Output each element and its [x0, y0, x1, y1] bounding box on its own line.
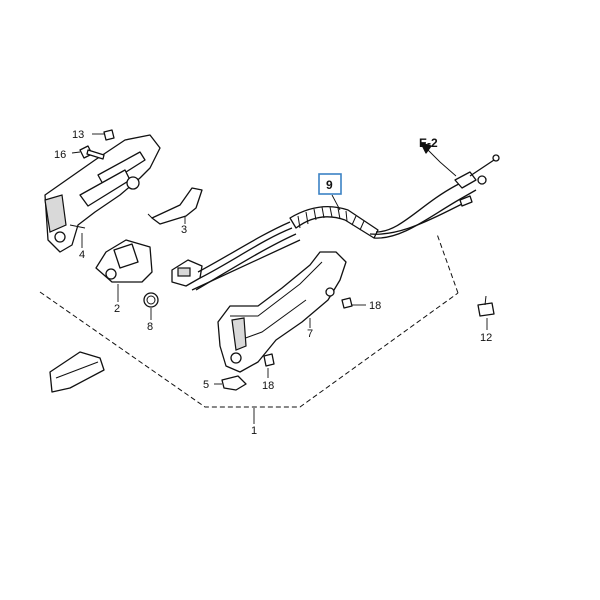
callout-5: 5	[203, 379, 209, 391]
part-2-bracket	[95, 239, 153, 283]
assembly-outline	[39, 233, 459, 408]
part-16-bolt	[79, 145, 105, 160]
part-18-nut-b	[263, 353, 275, 367]
part-12-bolt	[477, 295, 495, 317]
part-4-bracket	[44, 134, 161, 253]
callout-12: 12	[480, 332, 492, 344]
callout-18-upper: 18	[369, 300, 381, 312]
callout-7: 7	[307, 328, 313, 340]
part-13-bolt	[103, 129, 115, 141]
callout-13: 13	[72, 129, 84, 141]
part-8-spring	[143, 292, 159, 308]
callout-3: 3	[181, 224, 187, 236]
callout-1: 1	[251, 425, 257, 437]
part-5-clip	[221, 375, 247, 391]
callout-18-lower: 18	[262, 380, 274, 392]
callout-9: 9	[326, 178, 333, 192]
lower-left-rail	[49, 351, 105, 393]
leader-lines	[71, 133, 488, 424]
callout-16: 16	[54, 149, 66, 161]
part-3-clip	[147, 187, 203, 225]
part-9-cable	[171, 154, 500, 291]
highlight-box-part-9	[318, 173, 342, 195]
callout-8: 8	[147, 321, 153, 333]
part-7-housing	[217, 251, 347, 373]
callout-2: 2	[114, 303, 120, 315]
part-18-nut-a	[341, 297, 353, 309]
reference-e2: E-2	[419, 136, 438, 150]
callout-4: 4	[79, 249, 85, 261]
